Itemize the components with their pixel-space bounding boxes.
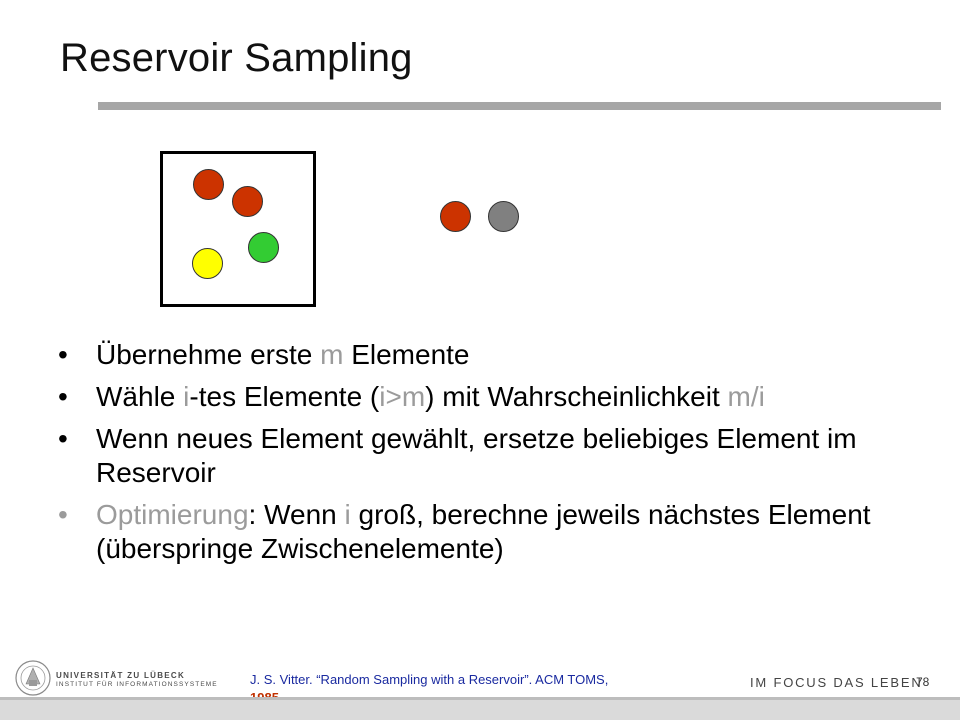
bullet-marker: • — [58, 339, 68, 370]
bullet-text: Übernehme erste — [96, 339, 321, 370]
bullet-list: • Übernehme erste m Elemente • Wähle i-t… — [58, 338, 918, 574]
bullet-item-3: • Wenn neues Element gewählt, ersetze be… — [58, 422, 918, 490]
reservoir-ball-red-1 — [193, 169, 224, 200]
bullet-text: groß, berechne jeweils nächstes Element … — [96, 499, 871, 564]
reservoir-ball-red-2 — [232, 186, 263, 217]
university-name: UNIVERSITÄT ZU LÜBECK — [56, 671, 186, 680]
slide-title: Reservoir Sampling — [60, 36, 413, 80]
citation-text: J. S. Vitter. “Random Sampling with a Re… — [250, 672, 609, 687]
title-underline-bar — [98, 102, 941, 110]
footer-accent-line — [0, 697, 960, 700]
bullet-text: Wenn neues Element gewählt, ersetze beli… — [96, 423, 857, 488]
bullet-marker: • — [58, 499, 68, 530]
reservoir-ball-green — [248, 232, 279, 263]
probability-m-over-i: m/i — [727, 381, 765, 412]
university-seal-logo — [15, 660, 51, 696]
bullet-marker: • — [58, 381, 68, 412]
incoming-ball-red — [440, 201, 471, 232]
university-slogan: IM FOCUS DAS LEBEN — [750, 675, 923, 690]
variable-m: m — [320, 339, 344, 370]
institute-name: INSTITUT FÜR INFORMATIONSSYSTEME — [56, 681, 218, 688]
bullet-text: Wähle — [96, 381, 184, 412]
optimization-label: Optimierung — [96, 499, 249, 530]
bullet-text: -tes Elemente ( — [189, 381, 380, 412]
variable-i: i — [183, 381, 190, 412]
bullet-text: : Wenn — [248, 499, 345, 530]
bullet-text: ) mit Wahrscheinlichkeit — [425, 381, 728, 412]
bullet-marker: • — [58, 423, 68, 454]
bullet-text: Elemente — [343, 339, 470, 370]
condition-i-gt-m: i>m — [379, 381, 426, 412]
bullet-item-4: • Optimierung: Wenn i groß, berechne jew… — [58, 498, 918, 566]
footer-band — [0, 700, 960, 720]
bullet-item-2: • Wähle i-tes Elemente (i>m) mit Wahrsch… — [58, 380, 918, 414]
incoming-ball-gray — [488, 201, 519, 232]
page-number: 78 — [916, 675, 930, 689]
reservoir-box — [160, 151, 316, 307]
bullet-item-1: • Übernehme erste m Elemente — [58, 338, 918, 372]
variable-i: i — [344, 499, 351, 530]
reservoir-ball-yellow — [192, 248, 223, 279]
